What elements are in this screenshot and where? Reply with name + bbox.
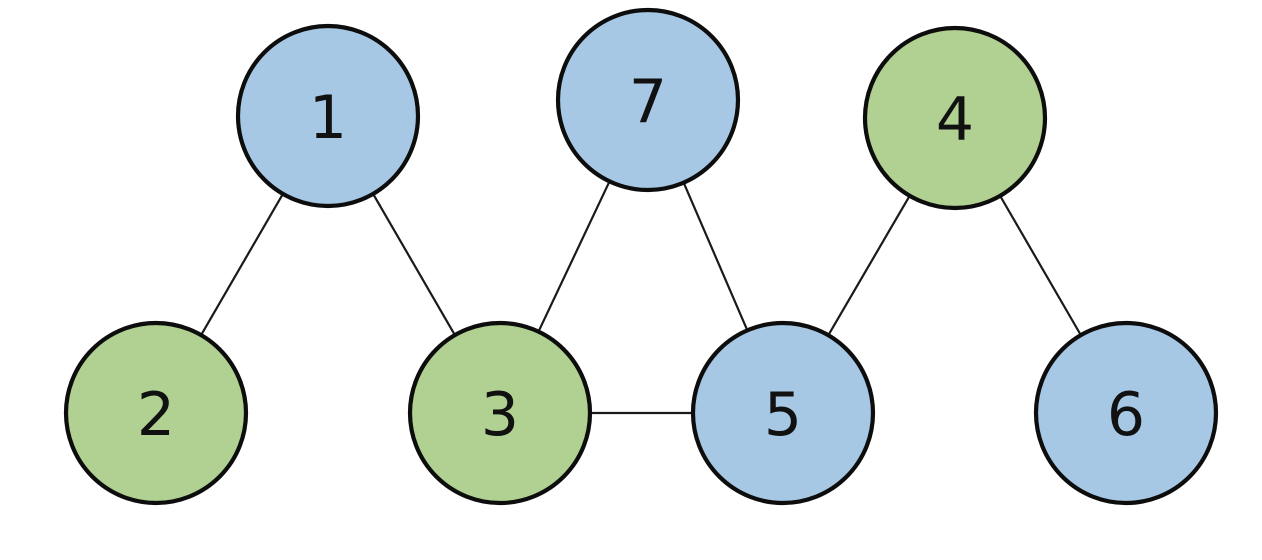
graph-edge-1-3 — [371, 191, 457, 338]
graph-node-1[interactable]: 1 — [235, 23, 421, 209]
graph-edge-1-2 — [199, 191, 285, 338]
node-circle-6[interactable] — [1033, 320, 1219, 506]
graph-node-5[interactable]: 5 — [690, 320, 876, 506]
graph-node-2[interactable]: 2 — [63, 320, 249, 506]
graph-node-4[interactable]: 4 — [862, 25, 1048, 211]
node-circle-7[interactable] — [555, 7, 741, 193]
edges-layer — [199, 179, 1083, 415]
graph-edge-4-5 — [826, 193, 912, 338]
node-label-7: 7 — [629, 67, 667, 137]
node-label-4: 4 — [936, 85, 974, 155]
node-label-2: 2 — [137, 380, 175, 450]
node-circle-3[interactable] — [407, 320, 593, 506]
node-label-6: 6 — [1107, 380, 1145, 450]
graph-node-6[interactable]: 6 — [1033, 320, 1219, 506]
node-circle-4[interactable] — [862, 25, 1048, 211]
graph-edge-7-3 — [536, 179, 612, 334]
node-circle-5[interactable] — [690, 320, 876, 506]
node-circle-1[interactable] — [235, 23, 421, 209]
graph-node-3[interactable]: 3 — [407, 320, 593, 506]
nodes-layer: 1 7 4 2 3 5 6 — [63, 7, 1219, 506]
graph-edge-4-6 — [998, 193, 1083, 338]
node-label-5: 5 — [764, 380, 802, 450]
node-label-3: 3 — [481, 380, 519, 450]
graph-edge-7-5 — [682, 180, 749, 333]
node-label-1: 1 — [309, 83, 347, 153]
graph-node-7[interactable]: 7 — [555, 7, 741, 193]
node-circle-2[interactable] — [63, 320, 249, 506]
